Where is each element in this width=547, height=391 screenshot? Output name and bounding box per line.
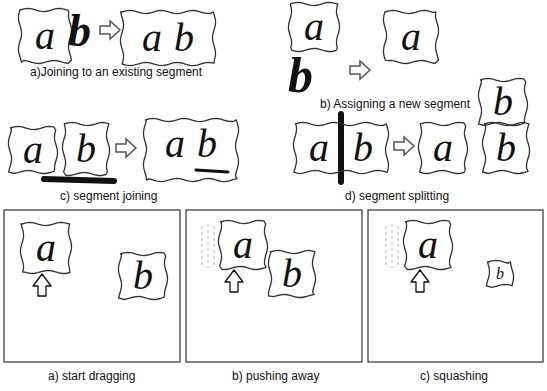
handwritten-letter: a [142, 18, 162, 58]
panel-frames [4, 210, 543, 362]
wavy-outline [145, 120, 237, 180]
panel-caption: a) start dragging [48, 370, 135, 383]
handwritten-letter: a [165, 124, 185, 164]
segment-box: b [484, 124, 528, 172]
handwritten-letter: b [133, 256, 153, 296]
handwritten-letter: b [174, 18, 194, 58]
ink-stroke-letter: b [288, 50, 313, 100]
segment-box: a [405, 222, 451, 268]
handwritten-letter: a [304, 7, 324, 47]
handwritten-letter: a [35, 16, 55, 56]
segment-box: b [480, 80, 526, 124]
segment-box: a [22, 224, 70, 272]
segment-box: ab [122, 12, 214, 64]
segment-box: a [420, 124, 466, 172]
handwritten-letter: b [496, 128, 516, 168]
panel-caption: b) pushing away [232, 370, 319, 383]
mouse-cursor [33, 270, 429, 296]
handwritten-letter: a [418, 225, 438, 265]
handwritten-letter: b [496, 266, 504, 282]
ink-stroke-letter: b [68, 8, 91, 54]
handwritten-letter: b [76, 129, 96, 169]
panel-caption: c) squashing [420, 370, 488, 383]
segment-box: ab [145, 120, 237, 180]
join-stroke [44, 179, 114, 181]
panel-caption: d) segment splitting [345, 190, 449, 203]
segment-box: b [64, 124, 108, 174]
handwritten-letter: a [401, 17, 421, 57]
panel-caption: c) segment joining [60, 190, 157, 203]
segment-box: b [270, 252, 314, 296]
segment-box: b [488, 262, 512, 286]
handwritten-letter: a [233, 225, 253, 265]
handwritten-letter: b [197, 124, 217, 164]
panel-caption: a)Joining to an existing segment [30, 66, 202, 79]
segment-box: ab [295, 124, 387, 172]
segment-box: a [20, 10, 70, 62]
handwritten-letter: b [493, 82, 513, 122]
underline-stroke [196, 170, 228, 172]
handwritten-letter: a [309, 128, 329, 168]
segment-box: a [290, 4, 338, 50]
wavy-outline [295, 124, 387, 172]
segment-box: a [220, 222, 266, 268]
segment-box: a [10, 128, 56, 172]
handwritten-letter: a [433, 128, 453, 168]
handwritten-letter: a [36, 228, 56, 268]
handwritten-letter: b [353, 128, 373, 168]
wavy-outline [122, 12, 214, 64]
panel-caption: b) Assigning a new segment [320, 98, 470, 111]
segment-box: b [120, 254, 166, 298]
segment-box: a [385, 12, 437, 62]
handwritten-letter: b [282, 254, 302, 294]
handwritten-letter: a [23, 130, 43, 170]
